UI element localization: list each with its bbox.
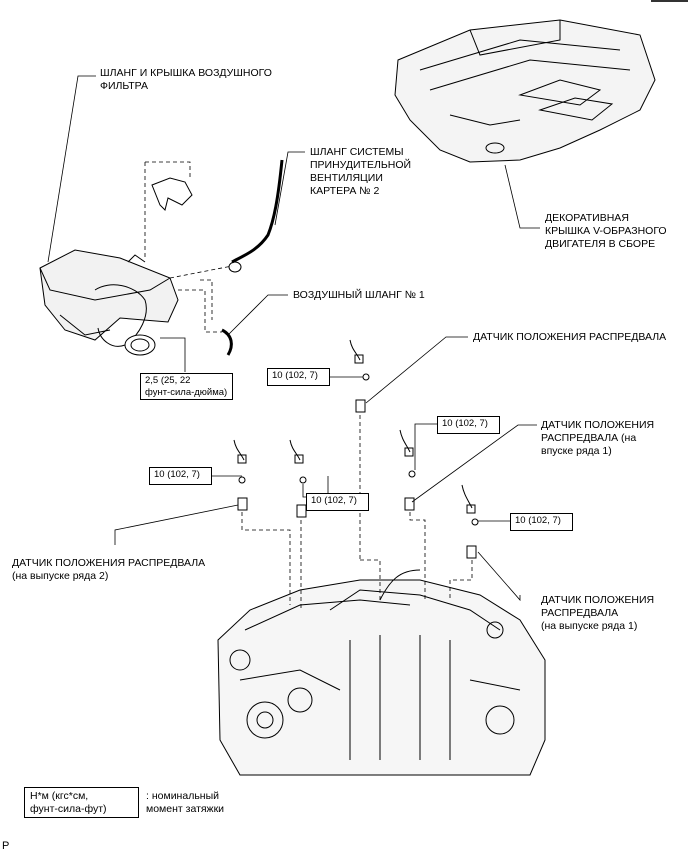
torque-cam-sensor-intake-b1: 10 (102, 7) (437, 416, 500, 434)
torque-cam-sensor-mid: 10 (102, 7) (306, 493, 369, 511)
leader-air-hose (227, 294, 288, 336)
air-cleaner-illustration (39, 249, 179, 356)
page-code: P (2, 840, 10, 852)
engine-cover-illustration (394, 19, 656, 163)
air-hose-illustration (221, 328, 233, 356)
cam-sensor-mid-illustration (289, 439, 307, 518)
torque-air-cleaner: 2,5 (25, 22 фунт-сила-дюйма) (140, 373, 233, 400)
label-cam-sensor-exhaust-b1: ДАТЧИК ПОЛОЖЕНИЯ РАСПРЕДВАЛА (на выпуске… (541, 594, 655, 632)
leader-cam-exhaust-b1 (477, 551, 521, 602)
leader-torque-air (160, 337, 186, 372)
legend-description: : номинальный момент затяжки (146, 790, 225, 815)
leader-pcv (274, 151, 305, 226)
torque-cam-sensor: 10 (102, 7) (267, 368, 330, 386)
label-cam-sensor: ДАТЧИК ПОЛОЖЕНИЯ РАСПРЕДВАЛА (473, 331, 667, 343)
leader-cam (365, 336, 468, 404)
engine-illustration (217, 569, 546, 776)
cam-sensor-b2-illustration (233, 439, 248, 511)
leader-t4 (414, 423, 437, 470)
label-air-filter-hose-cap: ШЛАНГ И КРЫШКА ВОЗДУШНОГО ФИЛЬТРА (100, 67, 272, 92)
pcv-hose-illustration (228, 159, 284, 273)
label-cam-sensor-intake-b1: ДАТЧИК ПОЛОЖЕНИЯ РАСПРЕДВАЛА (на впуске … (541, 419, 655, 457)
top-rule (651, 0, 688, 2)
cam-sensor-exhaust-b1-illustration (461, 484, 479, 559)
label-pcv-hose: ШЛАНГ СИСТЕМЫ ПРИНУДИТЕЛЬНОЙ ВЕНТИЛЯЦИИ … (310, 146, 412, 197)
label-air-hose: ВОЗДУШНЫЙ ШЛАНГ № 1 (293, 289, 425, 301)
cam-sensor-top-illustration (349, 339, 370, 413)
leader-engine-cover (504, 164, 540, 229)
legend-unit-box: Н*м (кгс*см, фунт-сила-фут) (24, 787, 139, 818)
label-cam-sensor-exhaust-b2: ДАТЧИК ПОЛОЖЕНИЯ РАСПРЕДВАЛА (на выпуске… (12, 557, 206, 582)
breather-hose-illustration (151, 177, 193, 211)
torque-cam-sensor-exhaust-b1: 10 (102, 7) (510, 513, 573, 531)
cam-sensor-intake-b1-illustration (399, 429, 416, 511)
leader-cam-b2 (114, 504, 239, 545)
leader-cam-intake (411, 424, 537, 503)
label-engine-cover: ДЕКОРАТИВНАЯ КРЫШКА V-ОБРАЗНОГО ДВИГАТЕЛ… (545, 212, 667, 250)
torque-cam-sensor-b2: 10 (102, 7) (149, 467, 212, 485)
leader-air-filter (47, 75, 96, 263)
